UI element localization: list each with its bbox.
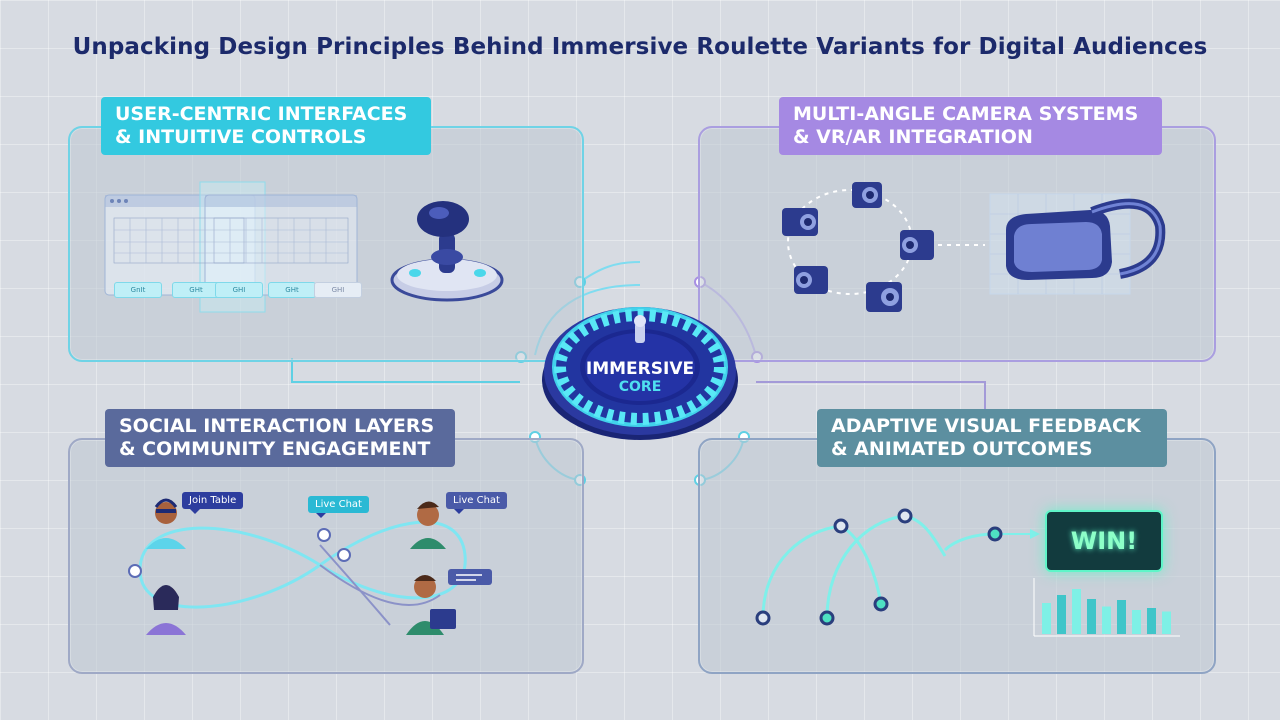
bar [1087,599,1096,634]
chat-chip: Join Table [182,492,244,514]
label-camera-systems: Multi-Angle Camera Systems & VR/AR Integ… [779,97,1162,155]
social-network-illustration [128,498,492,635]
user-avatar-icon [146,585,186,635]
camera-icon [866,282,902,312]
label-line: & VR/AR Integration [793,126,1033,148]
label-social-interaction: Social Interaction Layers & Community En… [105,409,455,467]
ui-button: GnIt [114,282,162,298]
bar-chart-icon [1033,578,1180,637]
win-display: WIN! [1045,510,1163,572]
bar [1132,610,1141,634]
vr-headset-icon [1006,198,1166,280]
label-line: & Community Engagement [119,438,431,460]
core-subtitle: CORE [618,379,662,395]
animated-outcome-paths [755,508,1040,626]
ui-button: GHI [314,282,362,298]
camera-icon [794,266,828,294]
user-avatar-icon [410,501,446,549]
ui-button-label: GnIt [130,286,146,294]
ui-button-label: GHI [232,286,246,294]
label-line: Adaptive Visual Feedback [831,415,1141,437]
bar [1072,589,1081,634]
label-line: User-Centric Interfaces [115,103,408,125]
user-avatar-icon [146,498,186,549]
bar [1117,600,1126,634]
chat-chip: Live Chat [446,492,507,514]
ui-button-label: GHI [331,286,345,294]
core-title: IMMERSIVE [585,359,695,379]
bar [1042,603,1051,634]
page-title: Unpacking Design Principles Behind Immer… [72,34,1208,60]
user-avatar-icon [406,575,456,635]
label-line: Multi-Angle Camera Systems [793,103,1139,125]
camera-icon [900,230,934,260]
ui-button: GHt [268,282,316,298]
chat-chip: Live Chat [308,496,369,518]
chat-bubble-icon [448,569,492,585]
ui-button-label: GHt [189,286,203,294]
immersive-core[interactable]: IMMERSIVE CORE [540,285,740,445]
bar [1057,595,1066,634]
label-line: & Intuitive Controls [115,126,367,148]
label-line: Social Interaction Layers [119,415,435,437]
ui-button: GHI [215,282,263,298]
ui-button-label: GHt [285,286,299,294]
camera-icon [852,182,882,208]
bar [1102,606,1111,634]
ui-button: GHt [172,282,220,298]
roulette-wheel-icon [542,307,738,440]
camera-systems-illustration [782,182,1166,312]
label-visual-feedback: Adaptive Visual Feedback & Animated Outc… [817,409,1167,467]
bar [1147,608,1156,634]
bar [1162,611,1171,634]
label-line: & Animated Outcomes [831,438,1093,460]
joystick-icon [390,201,504,302]
label-user-centric: User-Centric Interfaces & Intuitive Cont… [101,97,431,155]
camera-icon [782,208,818,236]
interface-windows-illustration [104,181,358,313]
